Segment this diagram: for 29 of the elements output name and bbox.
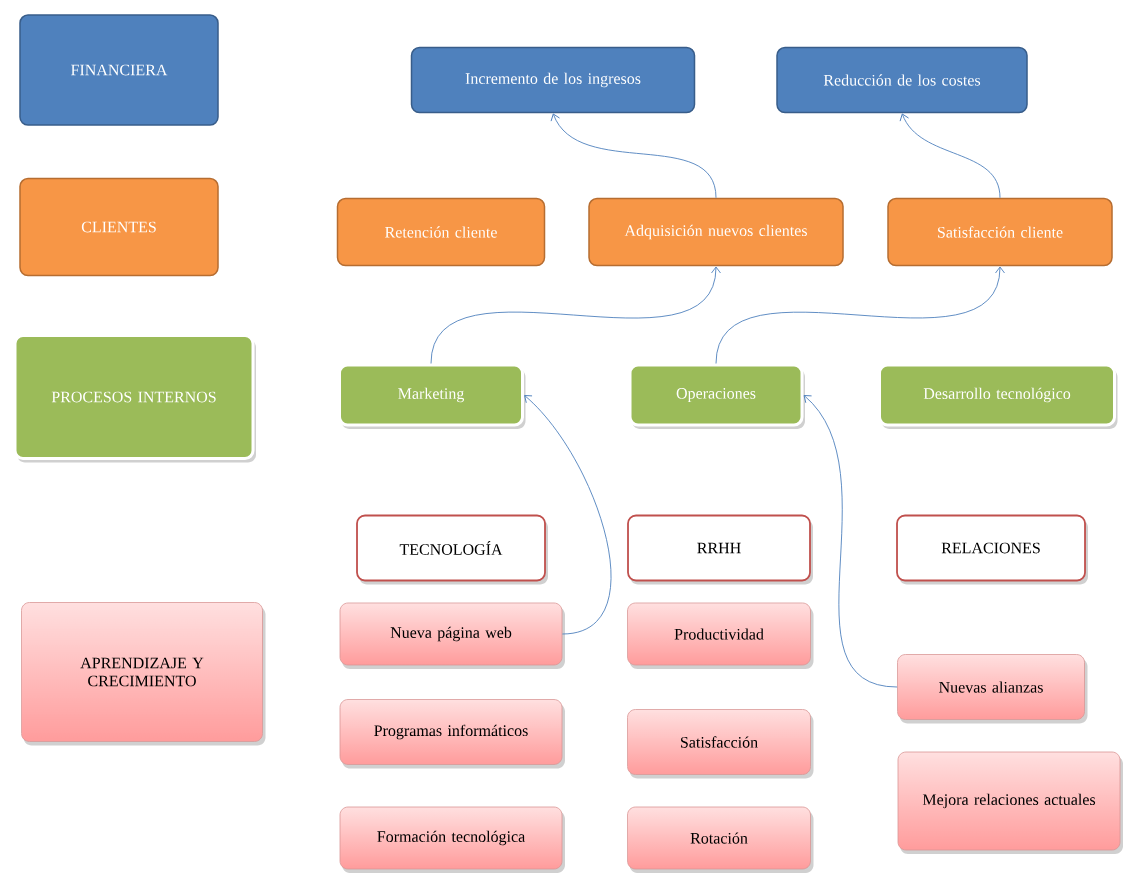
objective-box: Desarrollo tecnológico xyxy=(878,363,1118,429)
initiative-box: Formación tecnológica xyxy=(339,806,565,873)
perspective-box: FINANCIERA xyxy=(19,14,219,126)
curved-arrow xyxy=(715,266,1005,364)
objective-box: Incremento de los ingresos xyxy=(410,46,696,114)
initiative-box: Nuevas alianzas xyxy=(897,654,1088,724)
category-box: TECNOLOGÍA xyxy=(356,514,548,585)
curved-arrow xyxy=(899,113,1001,199)
objective-box: Adquisición nuevos clientes xyxy=(588,197,844,267)
curved-arrow xyxy=(430,266,721,364)
initiative-box: Rotación xyxy=(627,806,814,873)
initiative-box: Satisfacción xyxy=(627,709,814,779)
perspective-box: CLIENTES xyxy=(19,177,219,277)
objective-box: Reducción de los costes xyxy=(776,46,1028,114)
perspective-box: APRENDIZAJE Y CRECIMIENTO xyxy=(21,602,266,746)
initiative-box: Programas informáticos xyxy=(339,699,565,769)
curved-arrow xyxy=(550,113,717,199)
objective-box: Operaciones xyxy=(628,363,805,429)
category-box: RELACIONES xyxy=(896,514,1088,585)
perspective-box: PROCESOS INTERNOS xyxy=(13,334,256,463)
initiative-box: Nueva página web xyxy=(339,602,565,669)
objective-box: Satisfacción cliente xyxy=(887,197,1113,267)
category-box: RRHH xyxy=(627,514,813,585)
curved-arrow xyxy=(803,395,898,688)
objective-box: Marketing xyxy=(338,363,526,429)
initiative-box: Productividad xyxy=(627,602,814,669)
curved-arrow xyxy=(524,395,612,635)
objective-box: Retención cliente xyxy=(336,197,546,267)
initiative-box: Mejora relaciones actuales xyxy=(897,751,1123,854)
